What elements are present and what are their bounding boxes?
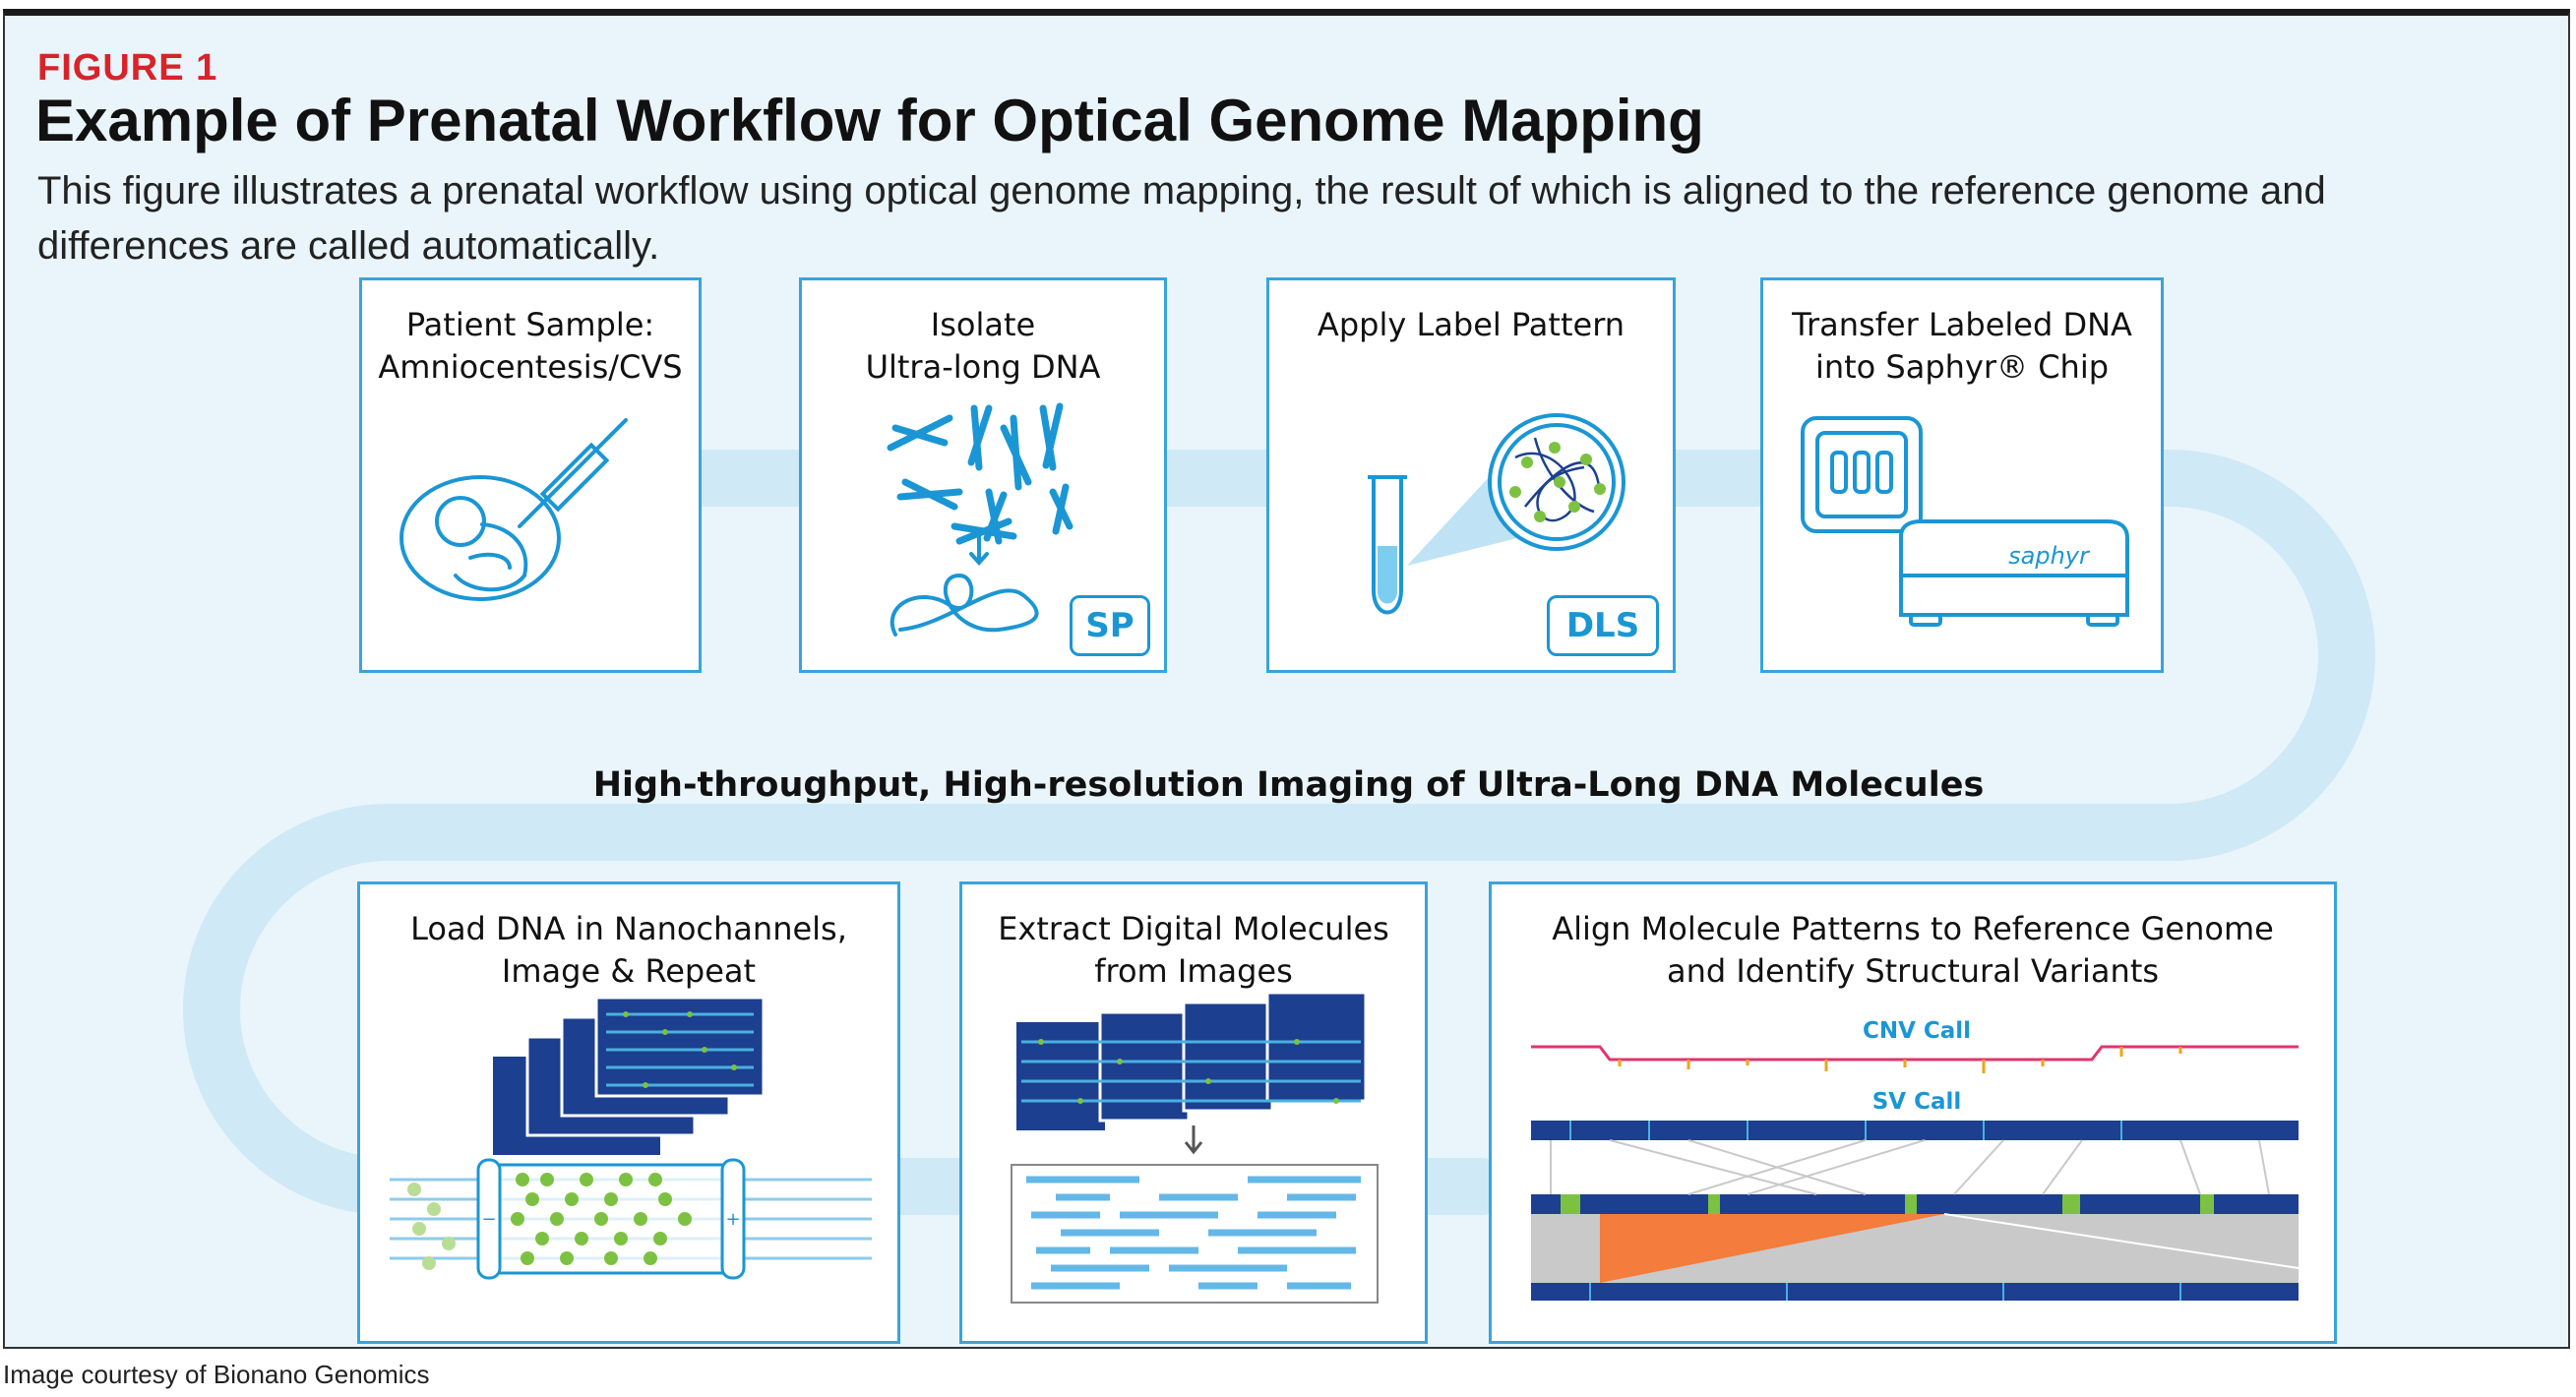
figure-subtitle: This figure illustrates a prenatal workf… — [37, 169, 2326, 268]
nanochannel-icon: − + — [390, 996, 872, 1280]
step-title: Load DNA in Nanochannels, Image & Repeat — [410, 910, 847, 990]
sp-badge: SP — [1070, 595, 1150, 656]
step-apply-label: Apply Label Pattern DLS — [1266, 277, 1676, 673]
step-patient-sample: Patient Sample: Amniocentesis/CVS — [359, 277, 702, 673]
step-align-patterns: Align Molecule Patterns to Reference Gen… — [1489, 881, 2337, 1344]
step-extract-molecules: Extract Digital Molecules from Images — [959, 881, 1428, 1344]
saphyr-device-label: saphyr — [2008, 542, 2091, 570]
step-title: Apply Label Pattern — [1317, 306, 1625, 343]
test-tube-icon — [1368, 413, 1625, 615]
cnv-call-label: CNV Call — [1862, 1018, 1972, 1044]
step-title: Extract Digital Molecules from Images — [998, 910, 1389, 990]
step-isolate-dna: Isolate Ultra-long DNA SP — [799, 277, 1167, 673]
svg-text:−: − — [481, 1209, 496, 1230]
figure-title: Example of Prenatal Workflow for Optical… — [35, 88, 1704, 153]
step-transfer-chip: Transfer Labeled DNA into Saphyr® Chip s… — [1760, 277, 2164, 673]
fetus-syringe-icon — [399, 418, 628, 601]
digital-molecules-icon — [1011, 991, 1379, 1304]
svg-text:+: + — [725, 1209, 740, 1230]
workflow-path — [183, 450, 2375, 1215]
chromosomes-icon — [887, 402, 1073, 637]
sv-call-label: SV Call — [1871, 1089, 1962, 1115]
saphyr-instrument-icon: saphyr — [1801, 416, 2129, 627]
imaging-banner: High-throughput, High-resolution Imaging… — [592, 765, 1985, 805]
figure-label: FIGURE 1 — [37, 47, 218, 89]
image-credit: Image courtesy of Bionano Genomics — [3, 1360, 430, 1389]
figure-panel: FIGURE 1 Example of Prenatal Workflow fo… — [3, 9, 2570, 1349]
step-title: Patient Sample: Amniocentesis/CVS — [378, 306, 683, 386]
step-title: Transfer Labeled DNA into Saphyr® Chip — [1792, 306, 2132, 386]
dls-badge: DLS — [1547, 595, 1659, 656]
step-title: Align Molecule Patterns to Reference Gen… — [1552, 910, 2274, 990]
alignment-icon — [1531, 1045, 2300, 1301]
step-load-dna: Load DNA in Nanochannels, Image & Repeat — [357, 881, 900, 1344]
step-title: Isolate Ultra-long DNA — [865, 306, 1101, 386]
